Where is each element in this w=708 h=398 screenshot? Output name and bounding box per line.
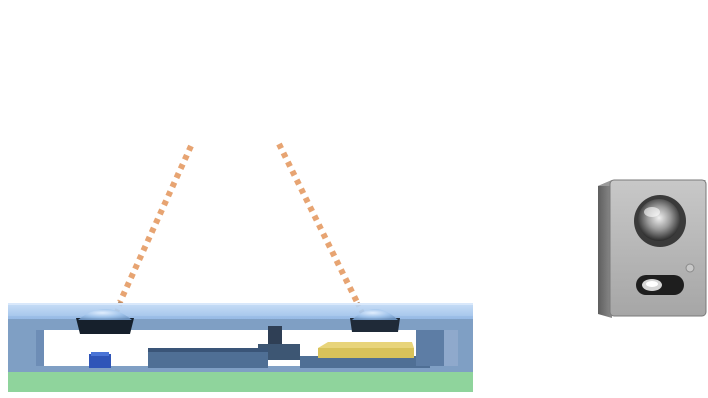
cover-glass	[8, 303, 473, 319]
indicator-dot	[686, 264, 694, 272]
sensor-cross-section	[8, 303, 473, 392]
sensor-package	[598, 180, 706, 318]
detector-chip	[318, 348, 414, 358]
package-emitter-lens	[638, 199, 680, 241]
substrate	[8, 370, 473, 392]
emitter-chip	[89, 354, 111, 368]
